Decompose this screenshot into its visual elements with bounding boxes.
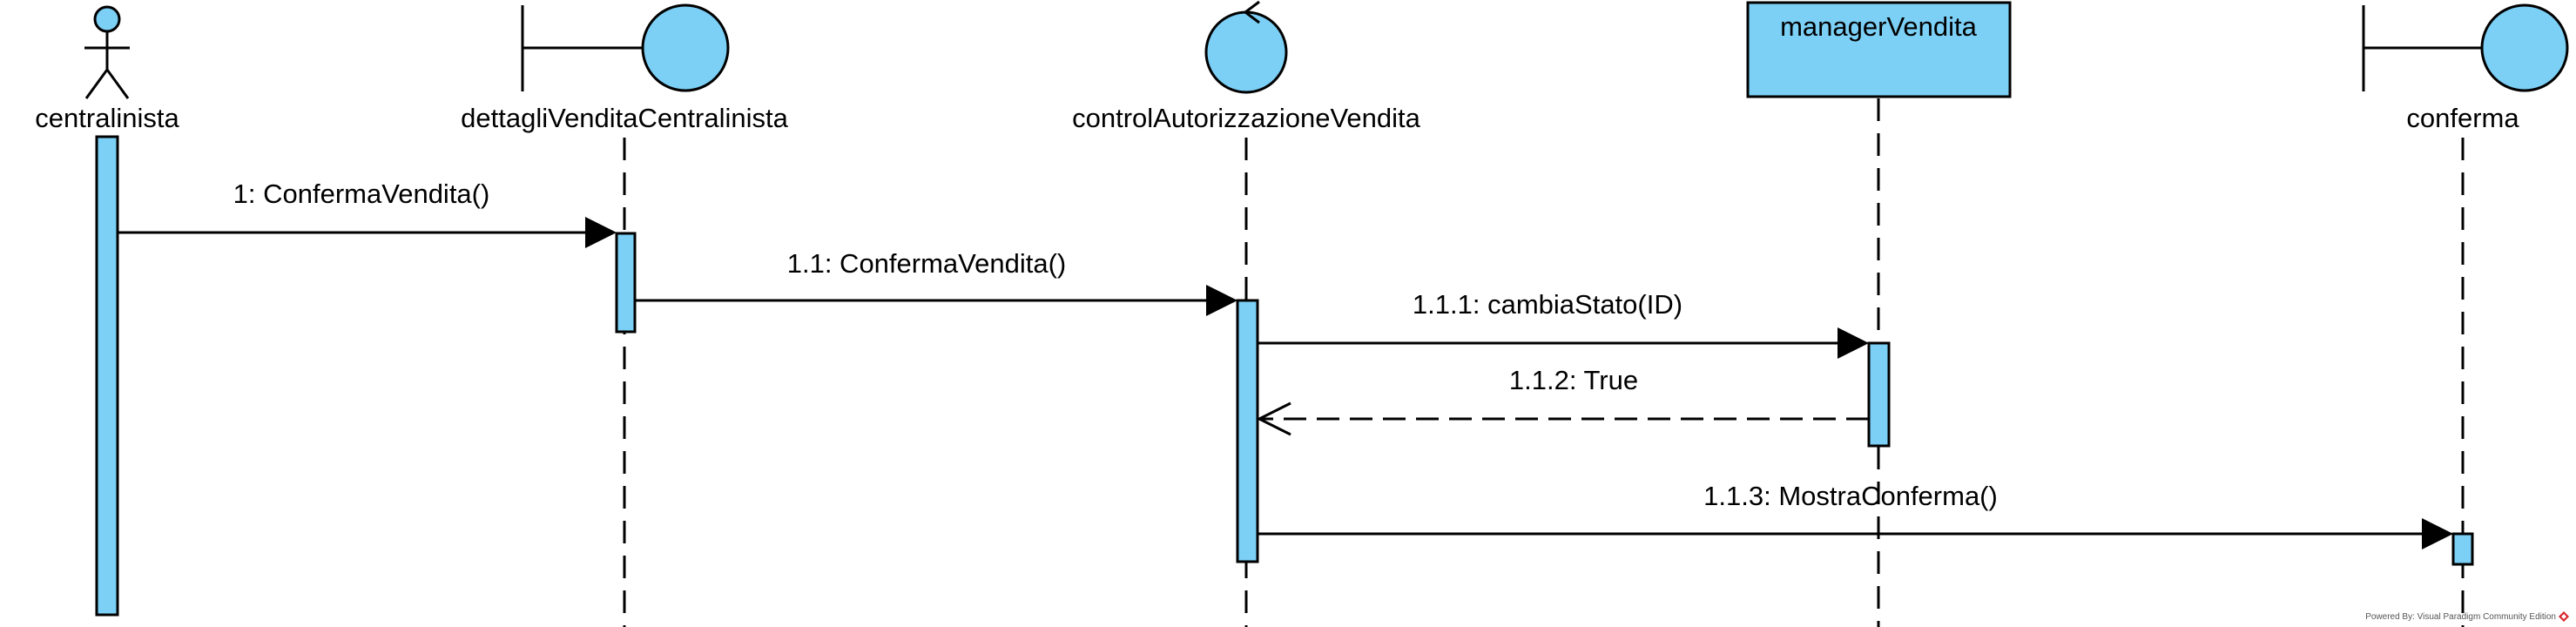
participant-conferma: conferma [2362,3,2569,133]
arrowhead-icon [2422,518,2453,549]
message-label: 1.1.3: MostraConferma() [1703,481,1998,511]
participant-control: controlAutorizzazioneVendita [1072,0,1421,133]
boundary-icon [2362,3,2569,92]
participant-label: conferma [2406,103,2519,133]
participant-centralinista: centralinista [35,5,179,133]
open-arrowhead-icon [1256,401,1291,436]
participant-label: managerVendita [1780,11,1978,42]
participant-label: controlAutorizzazioneVendita [1072,103,1421,133]
actor-icon [84,5,130,99]
arrowhead-icon [585,217,617,248]
message-1-1-1: 1.1.1: cambiaStato(ID) [1258,289,1869,359]
control-icon [1204,0,1288,94]
participant-box [1746,1,2012,98]
boundary-icon [521,3,730,92]
participant-manager: managerVendita [1746,1,2012,98]
footer-text: Powered By: Visual Paradigm Community Ed… [2365,611,2556,622]
participant-dettagli: dettagliVenditaCentralinista [461,3,789,133]
message-label: 1.1.1: cambiaStato(ID) [1413,289,1682,320]
activation-manager [1867,341,1891,448]
powered-by-footer: Powered By: Visual Paradigm Community Ed… [2365,611,2569,622]
arrowhead-icon [1206,285,1237,316]
message-label: 1: ConfermaVendita() [233,179,490,209]
participant-label: centralinista [35,103,179,133]
message-label: 1.1.2: True [1509,365,1638,395]
visual-paradigm-logo-icon [2559,611,2569,622]
message-label: 1.1: ConfermaVendita() [787,248,1067,279]
participant-label: dettagliVenditaCentralinista [461,103,788,133]
activation-conferma [2451,532,2474,566]
arrowhead-icon [1838,327,1869,359]
message-1: 1: ConfermaVendita() [118,179,617,248]
activation-centralinista [95,135,119,617]
activation-dettagli [615,232,637,334]
message-1-1: 1.1: ConfermaVendita() [635,248,1237,316]
message-1-1-3: 1.1.3: MostraConferma() [1258,481,2453,549]
activation-control [1236,299,1259,563]
message-1-1-2: 1.1.2: True [1256,365,1869,436]
